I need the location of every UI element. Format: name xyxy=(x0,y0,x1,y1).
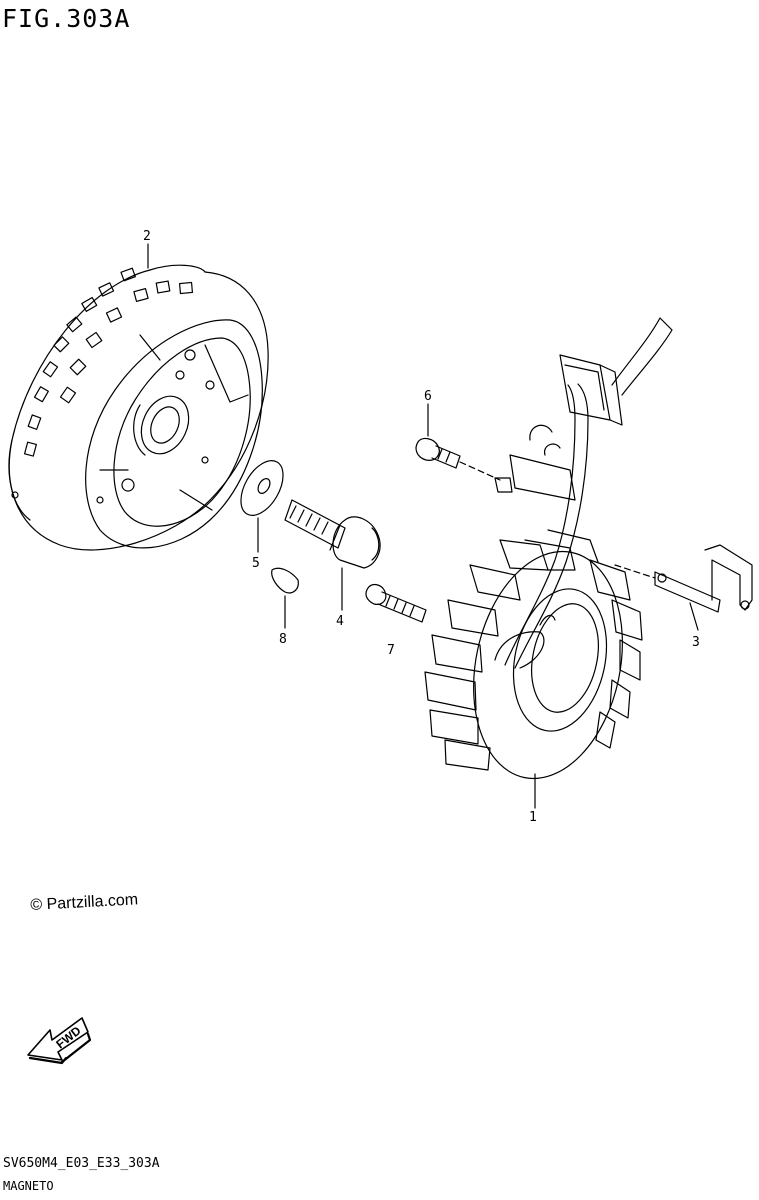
assembly-name: MAGNETO xyxy=(3,1179,54,1193)
callout-2[interactable]: 2 xyxy=(143,229,151,244)
fwd-arrow-icon xyxy=(27,1017,92,1065)
stator-part-1[interactable] xyxy=(424,317,673,809)
bracket-part-3[interactable] xyxy=(614,544,753,631)
callout-7[interactable]: 7 xyxy=(387,643,395,658)
washer-part-5[interactable] xyxy=(232,454,291,553)
key-part-8[interactable] xyxy=(271,567,299,629)
callout-8[interactable]: 8 xyxy=(279,632,287,647)
clamp-bolt-part-6[interactable] xyxy=(415,403,501,481)
callout-4[interactable]: 4 xyxy=(336,614,344,629)
rotor-part-2[interactable] xyxy=(8,264,269,551)
callout-6[interactable]: 6 xyxy=(424,389,432,404)
callout-3[interactable]: 3 xyxy=(692,635,700,650)
callout-1[interactable]: 1 xyxy=(529,810,537,825)
figure-title: FIG.303A xyxy=(2,4,131,33)
callout-5[interactable]: 5 xyxy=(252,556,260,571)
model-code: SV650M4_E03_E33_303A xyxy=(3,1156,160,1171)
rotor-bolt-part-4[interactable] xyxy=(284,499,381,611)
stator-bolt-part-7[interactable] xyxy=(365,583,427,623)
